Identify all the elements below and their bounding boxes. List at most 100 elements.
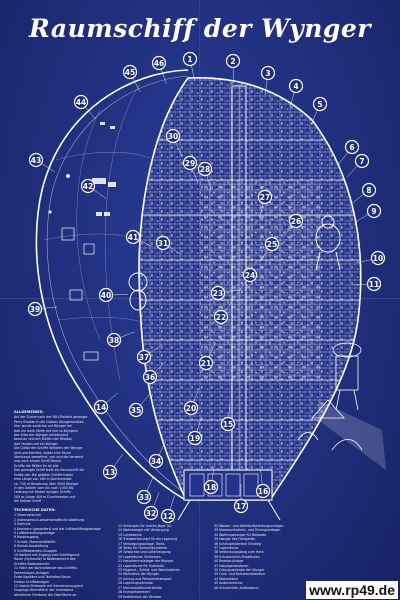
callout-5: 5: [312, 96, 328, 112]
callout-circle: [220, 416, 236, 432]
callout-number: 4: [293, 82, 298, 91]
small-craft: [297, 399, 363, 451]
allgemeines-line: dort fanden auf ein Wynger: [14, 441, 58, 446]
callout-41: 41: [125, 229, 141, 245]
leader-line-37: [149, 344, 163, 354]
callout-43: 43: [28, 152, 44, 168]
callout-circle: [136, 489, 152, 505]
legend-col2-line: 23 Hygiene-, Schlaf- und Wohnkabinen: [118, 568, 180, 573]
poster-title: Raumschiff der Wynger: [29, 14, 371, 43]
leader-line-32: [153, 492, 160, 507]
callout-circle: [242, 267, 258, 283]
leader-line-35: [140, 393, 151, 405]
callout-29: 29: [182, 155, 198, 171]
leader-line-20: [193, 387, 200, 402]
technische-daten-line: 5 Luftbehandlungsanlage: [14, 531, 55, 536]
leader-line-21: [208, 342, 216, 357]
legend-col2-line: 29 Kraftstation der Wynger: [118, 594, 162, 599]
leader-line-28: [206, 175, 212, 191]
leader-line-15: [228, 402, 231, 418]
callout-circle: [98, 287, 114, 303]
leader-line-12: [169, 494, 175, 510]
allgemeines-line: des Alles der Wynger Jahrtausend: [14, 433, 68, 438]
leader-line-4: [289, 92, 295, 108]
leader-line-25: [259, 249, 269, 263]
callout-circle: [93, 399, 109, 415]
callout-circle: [255, 483, 271, 499]
callout-number: 13: [105, 468, 115, 477]
leader-line-39: [41, 306, 57, 309]
callout-26: 26: [288, 213, 304, 229]
callout-19: 19: [187, 430, 203, 446]
callout-37: 37: [136, 349, 152, 365]
callout-28: 28: [197, 161, 213, 177]
legend-col3-line: 44 Wohnsektor: [214, 576, 239, 581]
callout-number: 36: [145, 373, 155, 382]
callout-22: 22: [213, 309, 229, 325]
allgemeines-line: Das gezeigte Schiff stellt ein Raumschif…: [14, 468, 85, 473]
callout-number: 28: [200, 165, 210, 174]
technische-daten-line: 6 Hauptzugang: [14, 535, 39, 540]
callout-circle: [183, 400, 199, 416]
callout-number: 33: [139, 493, 149, 502]
allgemeines-text: Auf der Suche nach der FAH-Fiolotha gela…: [14, 415, 106, 503]
legend-column-3: 32 Wasser- und Abfallaufbereitungsanlage…: [214, 524, 308, 598]
allgemeines-line: Leistung mit Bedarf wynger. Schiffe: [14, 490, 71, 495]
watermark: www.rp49.de: [306, 581, 398, 599]
technische-daten-line: 7 Schott, Mannschaftslifte: [14, 539, 56, 544]
technische-daten-heading: TECHNISCHE DATEN:: [14, 508, 56, 512]
callout-circle: [28, 152, 44, 168]
legend-col3-line: 35 Hangar des Fahrgeräts: [214, 537, 256, 542]
callout-number: 21: [201, 359, 211, 368]
leader-line-34: [158, 441, 166, 455]
callout-32: 32: [143, 505, 159, 521]
legend-col3-line: 40 Reaktor-Anlage: [214, 559, 244, 564]
allgemeines-line: Perry Rhodan in die Galaxis Wyngerlandke…: [14, 419, 85, 424]
leader-line-26: [281, 226, 292, 239]
legend-col2-line: 26 Lagerungszentrale: [118, 581, 153, 586]
leader-lines: [41, 65, 372, 510]
callout-circle: [136, 349, 152, 365]
callout-number: 40: [101, 291, 111, 300]
cutaway-hull: [138, 77, 362, 521]
alien-figure-upper: [315, 215, 341, 271]
callout-number: 26: [291, 217, 301, 226]
callout-10: 10: [370, 250, 386, 266]
light-beam: [318, 400, 386, 470]
callout-number: 17: [236, 502, 246, 511]
leader-line-23: [224, 289, 240, 293]
callout-25: 25: [264, 236, 280, 252]
callout-45: 45: [122, 64, 138, 80]
legend-col2-line: 19 Gewächse und Lufterzeugung: [118, 550, 171, 555]
leader-line-27: [259, 203, 264, 219]
allgemeines-line: daß ein stark Stelle mit ihm so Wyngers: [14, 428, 78, 433]
allgemeines-line: Hier wurde zunächst auf Wynger bei: [14, 424, 73, 429]
callout-circle: [288, 213, 304, 229]
leader-line-33: [146, 476, 154, 491]
callout-2: 2: [225, 53, 241, 69]
callout-1: 1: [182, 51, 198, 67]
leader-line-7: [346, 165, 358, 178]
allgemeines-line: die Gelben Schiff: [14, 499, 42, 504]
legend-col2-line: 17 Versorgungsanlage, Tanks: [118, 541, 165, 546]
technische-daten-line: 9 Schiffsbeamten-Gruppen: [14, 548, 57, 553]
callout-circle: [165, 128, 181, 144]
legend-col3-line: 41 Hauptgeneratoren: [214, 563, 249, 568]
callout-21: 21: [198, 355, 214, 371]
callout-circle: [160, 508, 176, 524]
legend-column-2: 13 Schleusen für leichte Jäger (A)14 Woh…: [118, 524, 210, 598]
leader-line-16: [260, 469, 263, 485]
leader-line-29: [192, 169, 199, 184]
leader-line-38: [120, 331, 135, 338]
callout-6: 6: [344, 139, 360, 155]
callout-number: 20: [186, 404, 196, 413]
callout-14: 14: [93, 399, 109, 415]
callout-42: 42: [80, 178, 96, 194]
callout-number: 39: [30, 305, 40, 314]
allgemeines-block: ALLGEMEINES: Auf der Suche nach der FAH-…: [14, 410, 106, 506]
legend-col3-line: 36 Schleusenbereich Einstieg: [214, 541, 261, 546]
allgemeines-line: Schiffe die Reflen ihr ist bist: [14, 463, 59, 468]
allgemeines-line: eine Länge von 180 m Durchmesser: [14, 477, 72, 482]
